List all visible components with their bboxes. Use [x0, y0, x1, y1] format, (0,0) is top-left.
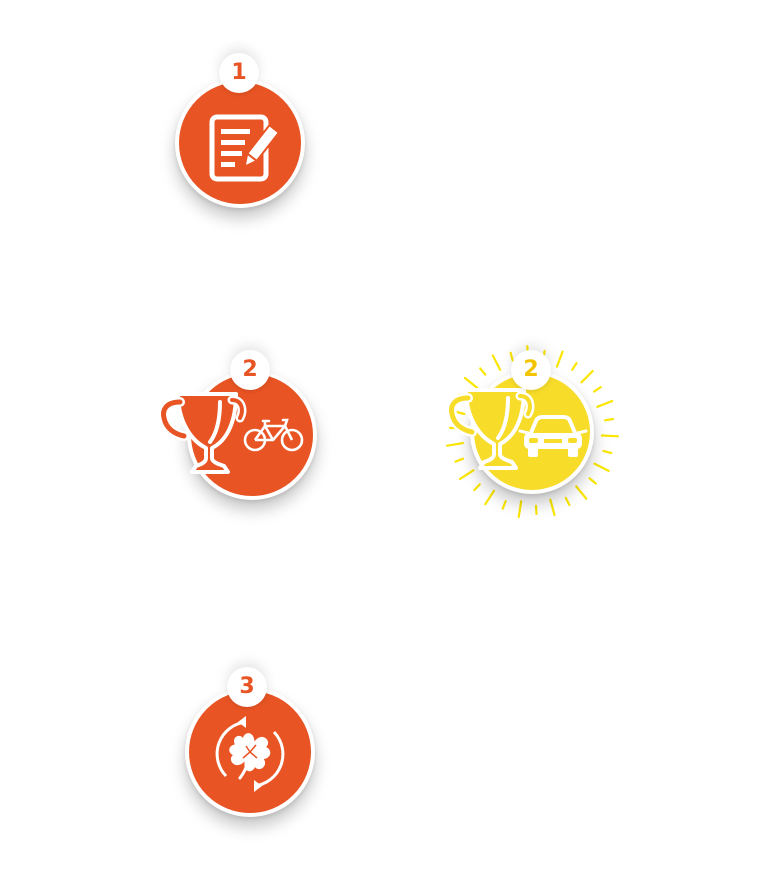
sunburst-ray — [593, 462, 610, 472]
sunburst-ray — [509, 351, 514, 362]
sunburst-ray — [458, 469, 475, 481]
sunburst-ray — [580, 369, 594, 384]
sunburst-ray — [473, 483, 481, 492]
trophy-icon — [158, 392, 247, 474]
sunburst-ray — [555, 350, 564, 368]
sunburst-ray — [454, 457, 465, 463]
sunburst-ray — [604, 417, 615, 422]
sunburst-ray — [517, 500, 523, 519]
sunburst-ray — [501, 500, 507, 510]
four-leaf-clover-icon — [229, 733, 271, 780]
trophy-icon — [446, 388, 535, 470]
document-edit-icon — [209, 114, 283, 182]
sunburst-ray — [549, 498, 556, 517]
sunburst-ray — [491, 354, 502, 371]
sunburst-ray — [596, 399, 614, 408]
step-2-bicycle-number-badge: 2 — [230, 350, 270, 390]
sunburst-ray — [588, 477, 597, 485]
sunburst-ray — [571, 362, 578, 371]
sunburst-ray — [484, 489, 496, 506]
car-icon — [518, 415, 588, 457]
sunburst-ray — [600, 434, 619, 438]
bicycle-icon — [243, 418, 304, 452]
step-1-number-badge: 1 — [219, 53, 259, 93]
step-3-number-badge: 3 — [227, 667, 267, 707]
sunburst-ray — [463, 376, 479, 390]
sunburst-ray — [602, 449, 613, 455]
sunburst-ray — [445, 441, 464, 447]
refresh-cycle-icon — [215, 716, 285, 792]
step-2-car-number-badge: 2 — [511, 350, 551, 390]
sunburst-ray — [592, 386, 602, 393]
sunburst-ray — [564, 496, 571, 507]
sunburst-ray — [479, 367, 487, 376]
sunburst-ray — [575, 485, 588, 500]
sunburst-ray — [534, 504, 538, 515]
